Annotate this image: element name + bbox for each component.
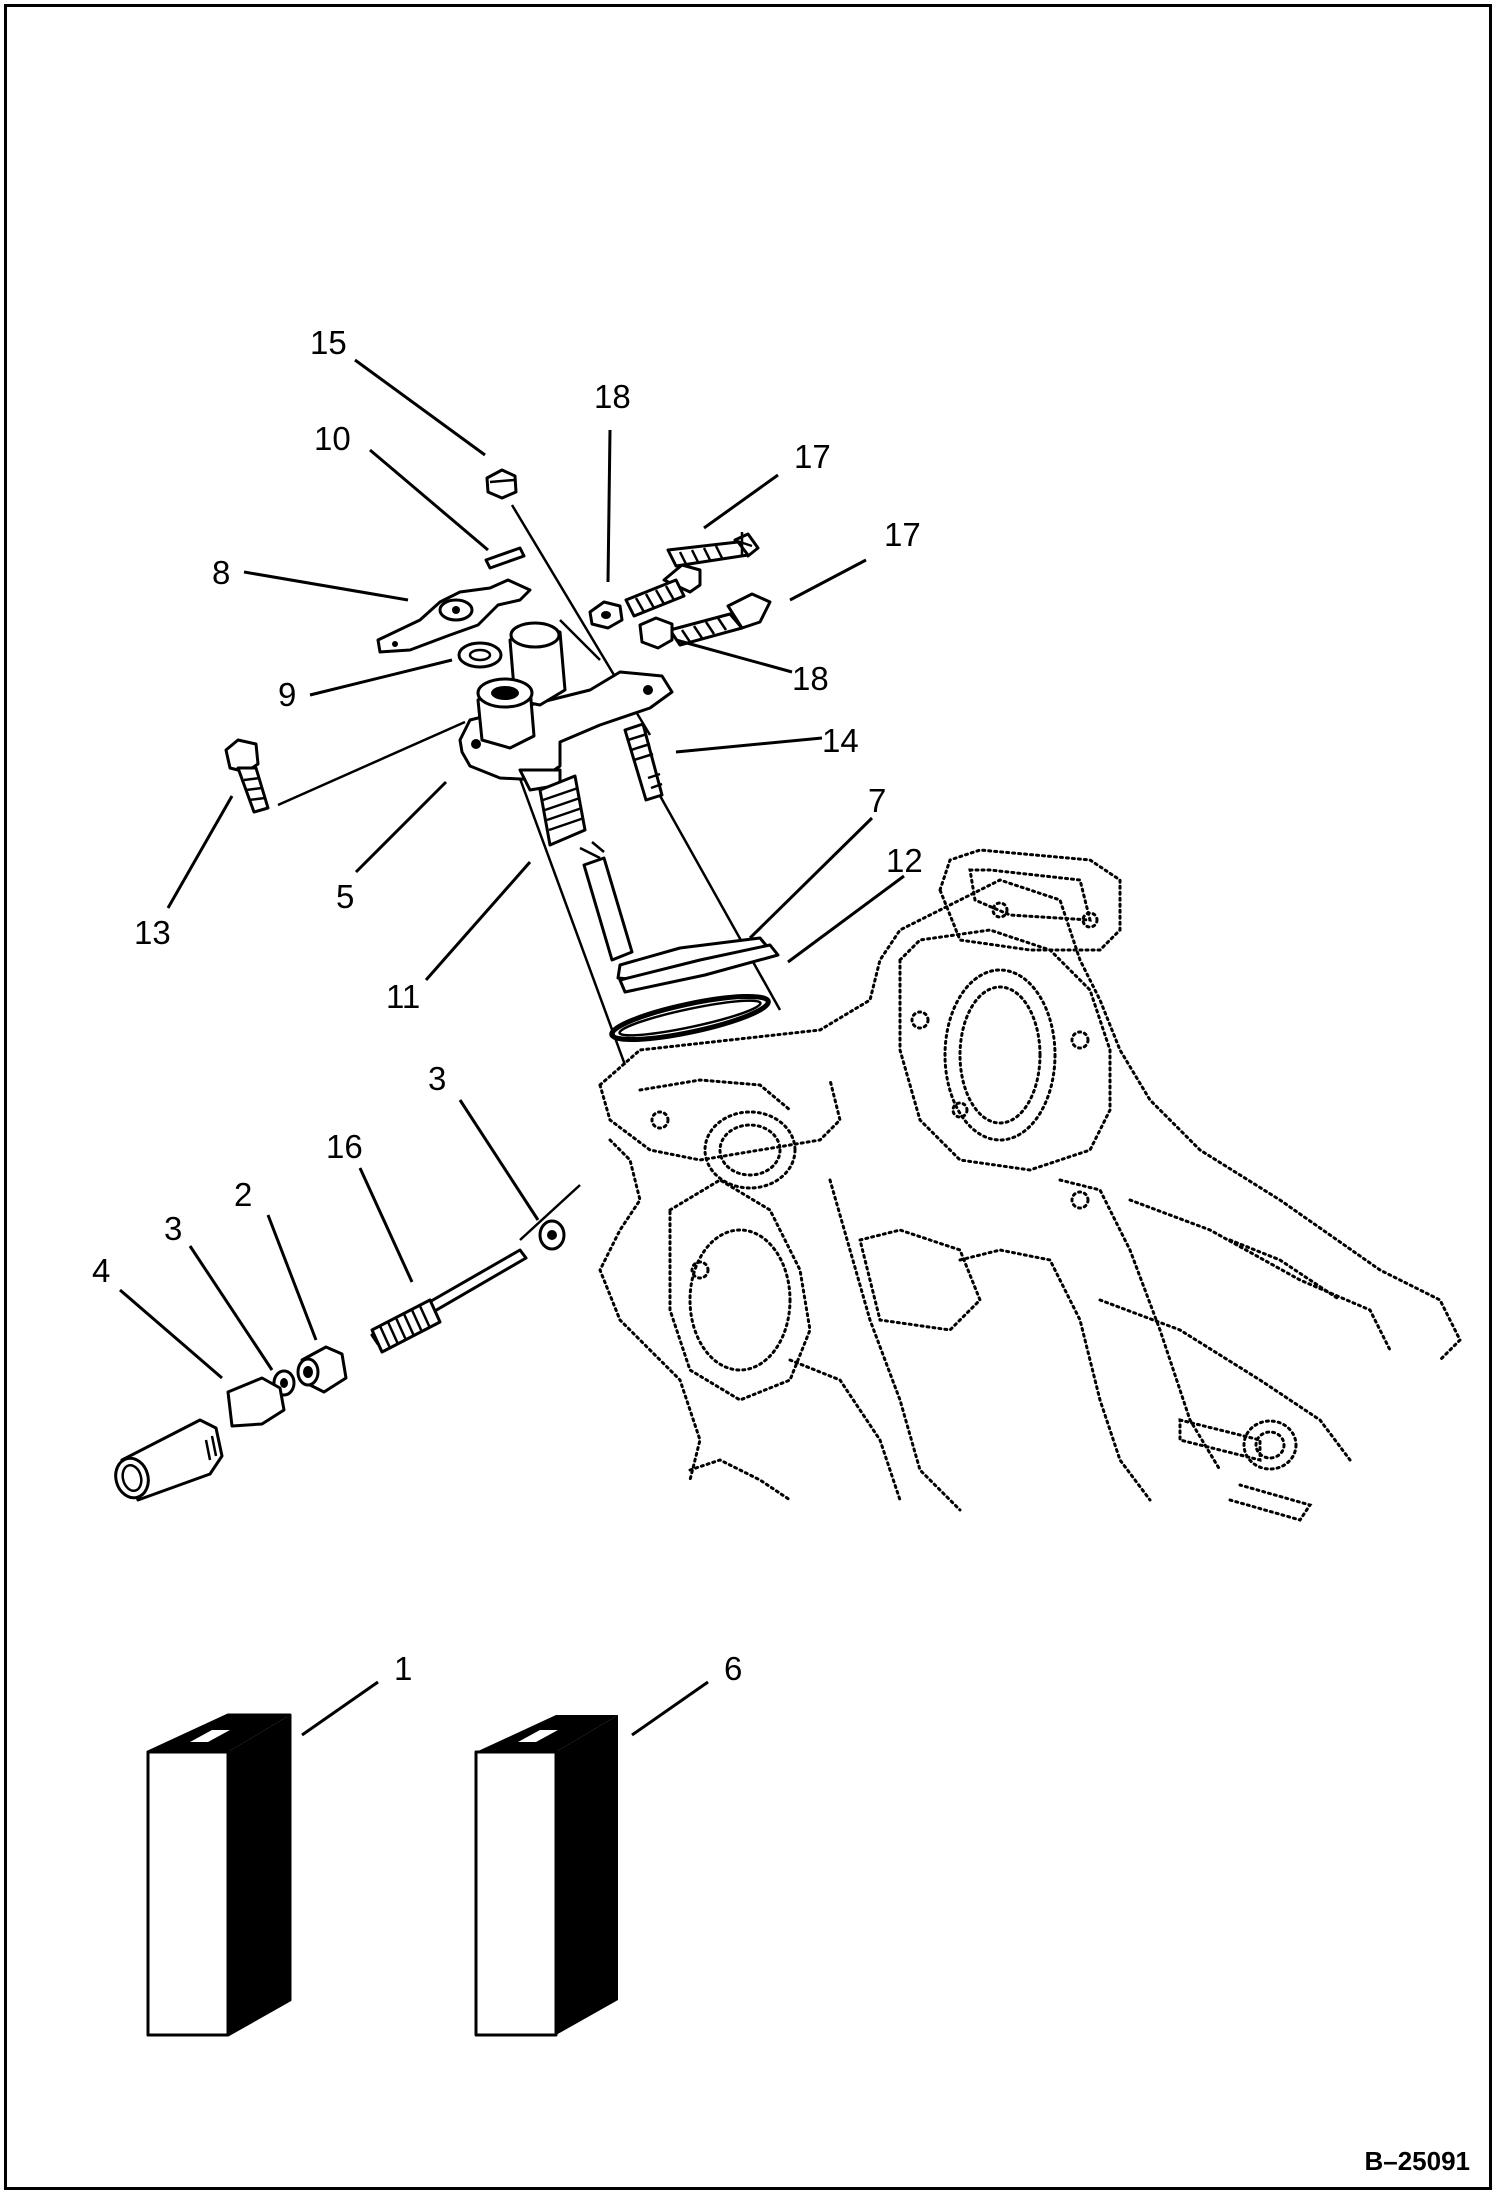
part-9-washer [457,641,503,669]
part-11-spring-rod [538,774,772,982]
part-2-nut [296,1345,348,1394]
callout-18-bottom: 18 [792,660,829,697]
callout-3-lower: 3 [164,1210,182,1247]
callout-5: 5 [336,878,354,915]
part-15-nut [485,468,518,500]
callout-15: 15 [310,324,347,361]
part-8-lever [376,578,532,654]
callout-1: 1 [394,1650,412,1687]
engine-block [598,848,1462,1522]
part-10-pin [484,546,526,570]
callout-11: 11 [386,978,420,1015]
callout-13: 13 [134,914,171,951]
leader-lines [119,358,905,1737]
part-14-stud [623,722,664,802]
part-3-washer-upper [538,1219,566,1251]
part-7-gasket [618,943,780,994]
callout-10: 10 [314,420,351,457]
part-17-bolts [624,532,772,647]
callout-2: 2 [234,1176,252,1213]
part-6-kit [474,1715,618,2037]
callout-3-upper: 3 [428,1060,446,1097]
callout-8: 8 [212,554,230,591]
callout-16: 16 [326,1128,363,1165]
callout-18-top: 18 [594,378,631,415]
callout-14: 14 [822,722,859,759]
callout-12: 12 [886,842,923,879]
part-16-shaft [370,1248,528,1354]
callout-4: 4 [92,1252,110,1289]
callout-7: 7 [868,782,886,819]
callout-labels: 15 18 10 17 17 8 18 9 14 7 12 5 13 11 3 … [92,324,923,1687]
part-12-oring [609,993,771,1043]
part-18-nuts [588,600,674,650]
part-5-housing [458,621,674,792]
part-1-kit [146,1713,292,2037]
callout-9: 9 [278,676,296,713]
callout-17-top: 17 [794,438,831,475]
part-4-cap [114,1376,286,1502]
callout-17-bottom: 17 [884,516,921,553]
figure-reference: B–25091 [1364,2146,1470,2176]
part-13-bolt [224,738,270,814]
callout-6: 6 [724,1650,742,1687]
